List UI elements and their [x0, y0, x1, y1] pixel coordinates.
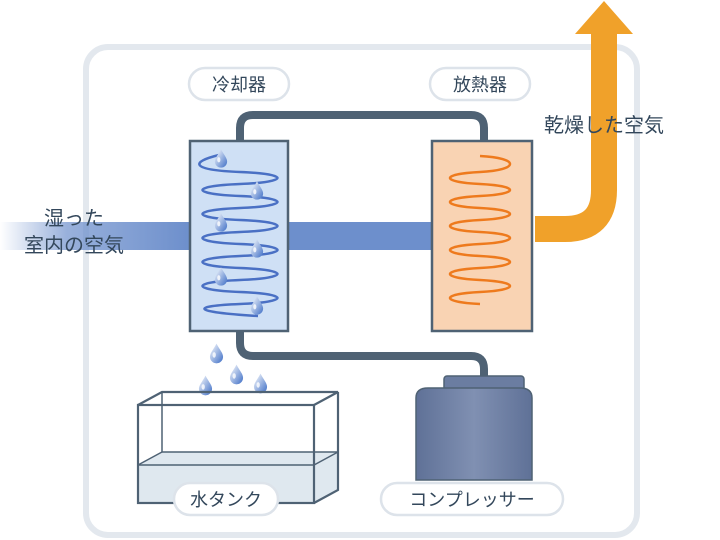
radiator-label: 放熱器	[428, 66, 532, 102]
water-droplet-icon	[229, 364, 244, 385]
dry-air-label: 乾燥した空気	[544, 113, 664, 137]
water-tank-label-text: 水タンク	[190, 490, 262, 511]
arrow-up-icon	[575, 1, 633, 34]
compressor-label-text: コンプレッサー	[409, 490, 534, 511]
humid-air-flow	[0, 222, 190, 250]
falling-droplets	[198, 343, 268, 396]
radiator-label-text: 放熱器	[453, 75, 507, 96]
radiator	[430, 139, 534, 333]
cooler-coil	[198, 153, 279, 318]
air-duct	[288, 222, 432, 250]
device-frame	[83, 44, 640, 538]
refrigerant-pipe-top	[236, 111, 488, 141]
water-tank	[136, 390, 340, 505]
water-droplet-icon	[209, 343, 224, 364]
cooler-label: 冷却器	[187, 66, 291, 102]
water-droplet-icon	[253, 373, 268, 394]
water-tank-label: 水タンク	[172, 481, 280, 517]
humid-air-label-line1: 湿った	[44, 206, 104, 230]
compressor-label: コンプレッサー	[379, 481, 565, 517]
humid-air-label-line2: 室内の空気	[24, 233, 124, 257]
compressor	[415, 375, 533, 481]
cooler-label-text: 冷却器	[212, 75, 266, 96]
dry-air-flow	[535, 34, 617, 242]
radiator-coil	[448, 154, 512, 306]
refrigerant-pipe-bottom	[236, 331, 488, 385]
